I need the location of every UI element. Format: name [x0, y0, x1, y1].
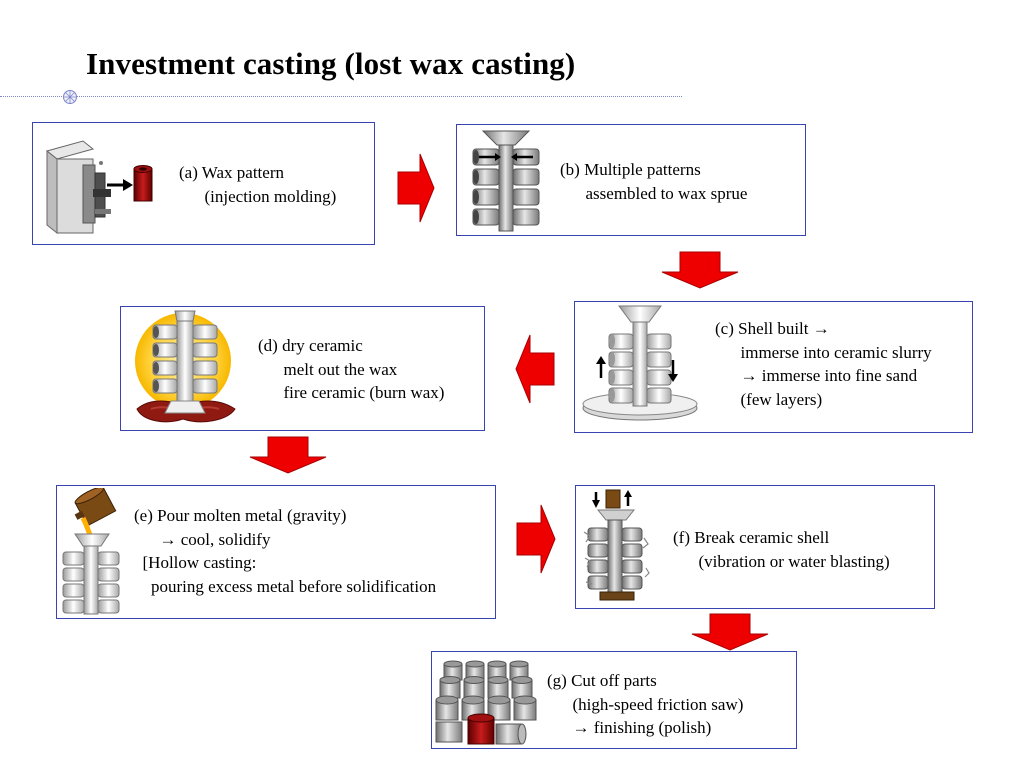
step-e-line-2: → cool, solidify: [134, 529, 271, 549]
step-c-line-1: (c) Shell built →: [715, 319, 830, 338]
step-c-box: (c) Shell built → immerse into ceramic s…: [574, 301, 973, 433]
step-a-text: (a) Wax pattern (injection molding): [179, 161, 336, 208]
title-rule: [0, 96, 682, 97]
step-f-line-2: (vibration or water blasting): [673, 551, 890, 571]
arrow-left-c-to-d: [515, 334, 555, 404]
rule-ornament-icon: [63, 90, 77, 104]
step-g-line-3: → finishing (polish): [547, 718, 712, 737]
ladle-pour-icon: [62, 488, 120, 615]
arrow-right-e-to-f: [516, 504, 556, 574]
arrow-down-f-to-g: [691, 613, 769, 651]
step-e-box: (e) Pour molten metal (gravity) → cool, …: [56, 485, 496, 619]
shell-breaking-icon: [583, 489, 650, 601]
arrow-right-a-to-b: [397, 153, 435, 223]
wax-tree-icon: [472, 130, 540, 232]
arrow-down-d-to-e: [249, 436, 327, 474]
step-b-text: (b) Multiple patterns assembled to wax s…: [560, 158, 747, 205]
step-d-box: (d) dry ceramic melt out the wax fire ce…: [120, 306, 485, 431]
finished-parts-icon: [435, 660, 537, 745]
step-c-text: (c) Shell built → immerse into ceramic s…: [715, 317, 932, 411]
step-d-line-2: melt out the wax: [258, 359, 398, 379]
step-c-line-4: (few layers): [715, 389, 823, 409]
step-d-line-1: (d) dry ceramic: [258, 336, 363, 355]
step-e-line-3: [Hollow casting:: [134, 553, 257, 572]
step-b-box: (b) Multiple patterns assembled to wax s…: [456, 124, 806, 236]
step-e-line-4: pouring excess metal before solidificati…: [134, 576, 437, 596]
dipping-tree-icon: [582, 305, 698, 421]
step-d-text: (d) dry ceramic melt out the wax fire ce…: [258, 334, 444, 405]
step-a-line-2: (injection molding): [179, 186, 337, 206]
step-c-line-3: → immerse into fine sand: [715, 366, 918, 385]
step-g-line-1: (g) Cut off parts: [547, 671, 657, 690]
step-g-text: (g) Cut off parts (high-speed friction s…: [547, 669, 743, 740]
step-d-line-3: fire ceramic (burn wax): [258, 383, 445, 402]
arrow-down-b-to-c: [661, 251, 739, 289]
step-f-text: (f) Break ceramic shell (vibration or wa…: [673, 526, 890, 573]
step-g-box: (g) Cut off parts (high-speed friction s…: [431, 651, 797, 749]
step-e-line-1: (e) Pour molten metal (gravity): [134, 506, 347, 525]
injection-mold-icon: [45, 140, 153, 235]
step-c-line-2: immerse into ceramic slurry: [715, 342, 932, 362]
step-e-text: (e) Pour molten metal (gravity) → cool, …: [134, 504, 436, 598]
step-b-line-1: (b) Multiple patterns: [560, 160, 701, 179]
step-g-line-2: (high-speed friction saw): [547, 694, 744, 714]
step-f-box: (f) Break ceramic shell (vibration or wa…: [575, 485, 935, 609]
step-f-line-1: (f) Break ceramic shell: [673, 528, 830, 547]
dewax-tree-icon: [135, 310, 236, 423]
step-b-line-2: assembled to wax sprue: [560, 183, 748, 203]
page-title: Investment casting (lost wax casting): [86, 46, 576, 81]
step-a-line-1: (a) Wax pattern: [179, 163, 284, 182]
step-a-box: (a) Wax pattern (injection molding): [32, 122, 375, 245]
